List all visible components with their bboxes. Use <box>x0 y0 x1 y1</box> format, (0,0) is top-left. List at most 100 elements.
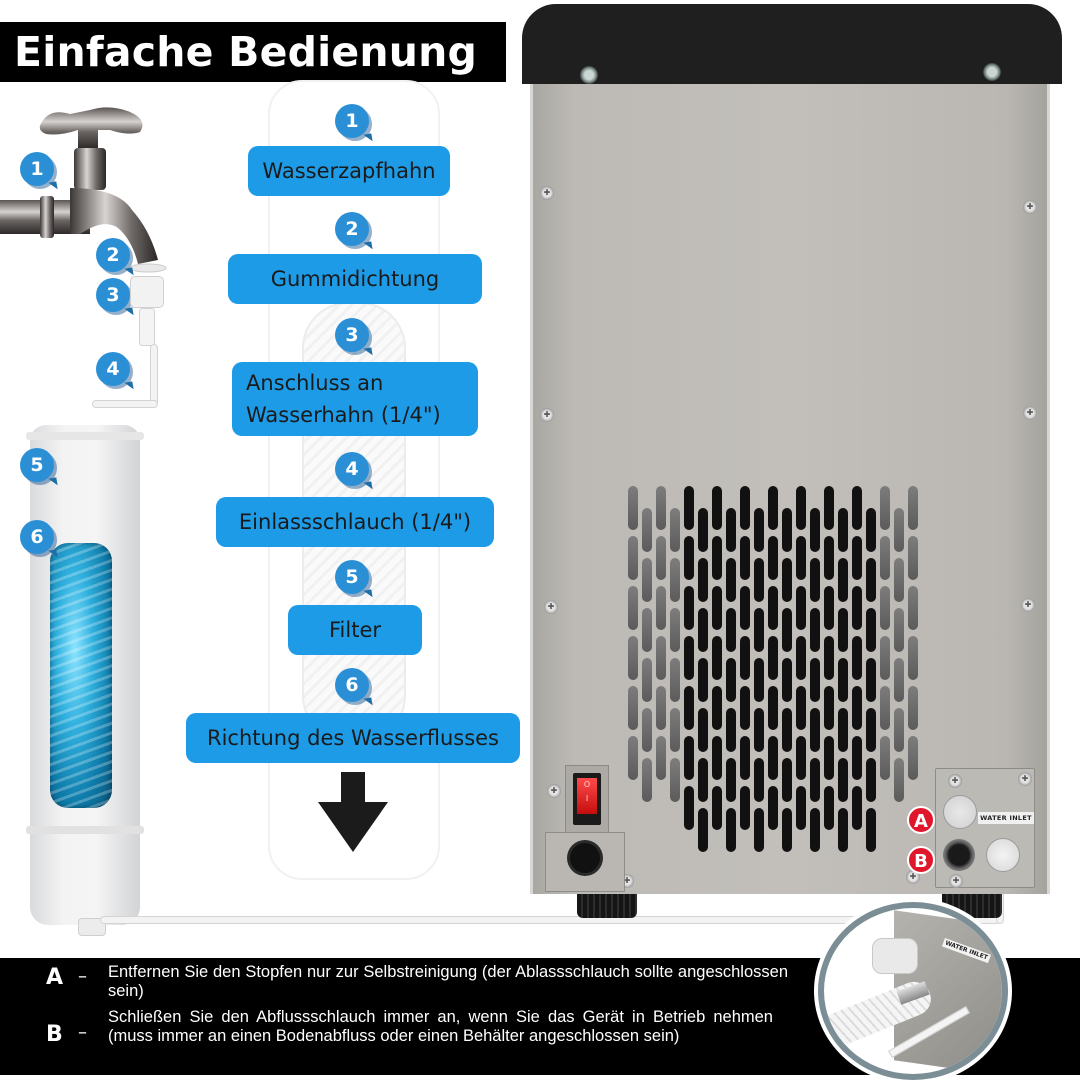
vent-slot <box>642 558 652 602</box>
step-2-badge: 2 <box>335 212 369 246</box>
vent-slot <box>670 558 680 602</box>
vent-slot <box>768 586 778 630</box>
vent-slot <box>880 686 890 730</box>
vent-slot <box>726 758 736 802</box>
vent-slot <box>754 808 764 852</box>
vent-slot <box>838 808 848 852</box>
vent-slot <box>796 736 806 780</box>
vent-slot <box>642 658 652 702</box>
vent-slot <box>712 636 722 680</box>
vent-slot <box>740 486 750 530</box>
vent-slot <box>838 608 848 652</box>
vent-slot <box>768 536 778 580</box>
vent-slot <box>754 508 764 552</box>
vent-slot <box>894 558 904 602</box>
vent-slot <box>824 486 834 530</box>
vent-slot <box>684 636 694 680</box>
vent-slot <box>740 636 750 680</box>
vent-slot <box>866 658 876 702</box>
vent-slot <box>824 686 834 730</box>
vent-slot <box>628 686 638 730</box>
step-4-label: Einlassschlauch (1/4") <box>216 497 494 547</box>
flow-direction-arrow-icon <box>318 772 388 852</box>
ice-machine-top-cover <box>522 4 1062 84</box>
power-cord-port <box>570 843 600 873</box>
port-b-drain-outlet[interactable] <box>943 839 975 871</box>
top-screw-left <box>580 66 598 84</box>
adapter-connector <box>139 308 155 346</box>
vent-slot <box>796 786 806 830</box>
vent-slot <box>726 608 736 652</box>
power-switch-rocker[interactable]: O I <box>577 778 597 814</box>
vent-slot <box>698 658 708 702</box>
vent-slot <box>866 608 876 652</box>
vent-slot <box>656 686 666 730</box>
vent-slot <box>880 736 890 780</box>
port-a-badge: A <box>907 806 935 834</box>
vent-slot <box>852 786 862 830</box>
vent-slot <box>908 636 918 680</box>
vent-slot <box>866 758 876 802</box>
filter-cap-ring <box>26 432 144 440</box>
step-4-badge: 4 <box>335 452 369 486</box>
top-screw-right <box>983 63 1001 81</box>
vent-slot <box>894 608 904 652</box>
vent-slot <box>684 536 694 580</box>
tap-adapter-fitting <box>130 276 164 308</box>
vent-slot <box>824 736 834 780</box>
vent-slot <box>642 708 652 752</box>
vent-slot <box>866 558 876 602</box>
vent-slot <box>810 808 820 852</box>
legend-b-letter: B <box>46 1022 63 1047</box>
vent-slot <box>768 786 778 830</box>
vent-slot <box>908 536 918 580</box>
vent-slot <box>712 786 722 830</box>
vent-slot <box>712 536 722 580</box>
step-5-label: Filter <box>288 605 422 655</box>
water-inlet-port[interactable] <box>986 838 1020 872</box>
vent-slot <box>670 508 680 552</box>
vent-slot <box>726 658 736 702</box>
vent-slot <box>726 808 736 852</box>
vent-slot <box>782 758 792 802</box>
screw <box>1023 406 1037 420</box>
vent-slot <box>684 686 694 730</box>
screw <box>948 774 962 788</box>
vent-slot <box>642 758 652 802</box>
port-b-badge: B <box>907 846 935 874</box>
switch-on-symbol: I <box>585 794 589 803</box>
vent-slot <box>754 608 764 652</box>
legend-b-dash: – <box>78 1022 87 1043</box>
step-6-label: Richtung des Wasserflusses <box>186 713 520 763</box>
vent-slot <box>698 708 708 752</box>
vent-slot <box>880 586 890 630</box>
left-badge-5: 5 <box>20 448 54 482</box>
vent-slot <box>908 486 918 530</box>
title-bar: Einfache Bedienung <box>0 22 506 82</box>
vent-slot <box>670 658 680 702</box>
vent-slot <box>796 586 806 630</box>
ghost-filter-outline <box>268 80 440 880</box>
vent-slot <box>824 786 834 830</box>
legend-a-dash: – <box>78 966 87 987</box>
vent-slot <box>838 558 848 602</box>
vent-slot <box>810 758 820 802</box>
port-a-cleaning-plug[interactable] <box>943 795 977 829</box>
water-inlet-label: WATER INLET <box>978 812 1034 824</box>
filter-bottom-ring <box>26 826 144 834</box>
vent-slot <box>768 636 778 680</box>
filter-water-window <box>50 543 112 808</box>
step-3-badge: 3 <box>335 318 369 352</box>
left-badge-4: 4 <box>96 352 130 386</box>
vent-slot <box>796 536 806 580</box>
vent-slot <box>796 686 806 730</box>
machine-foot-left <box>577 894 637 918</box>
vent-slot <box>894 658 904 702</box>
vent-slot <box>698 608 708 652</box>
page-title: Einfache Bedienung <box>14 28 478 76</box>
step-1-label: Wasserzapfhahn <box>248 146 450 196</box>
inset-plug <box>872 938 918 974</box>
vent-slot <box>740 586 750 630</box>
screw <box>540 408 554 422</box>
legend-a-letter: A <box>46 965 64 990</box>
